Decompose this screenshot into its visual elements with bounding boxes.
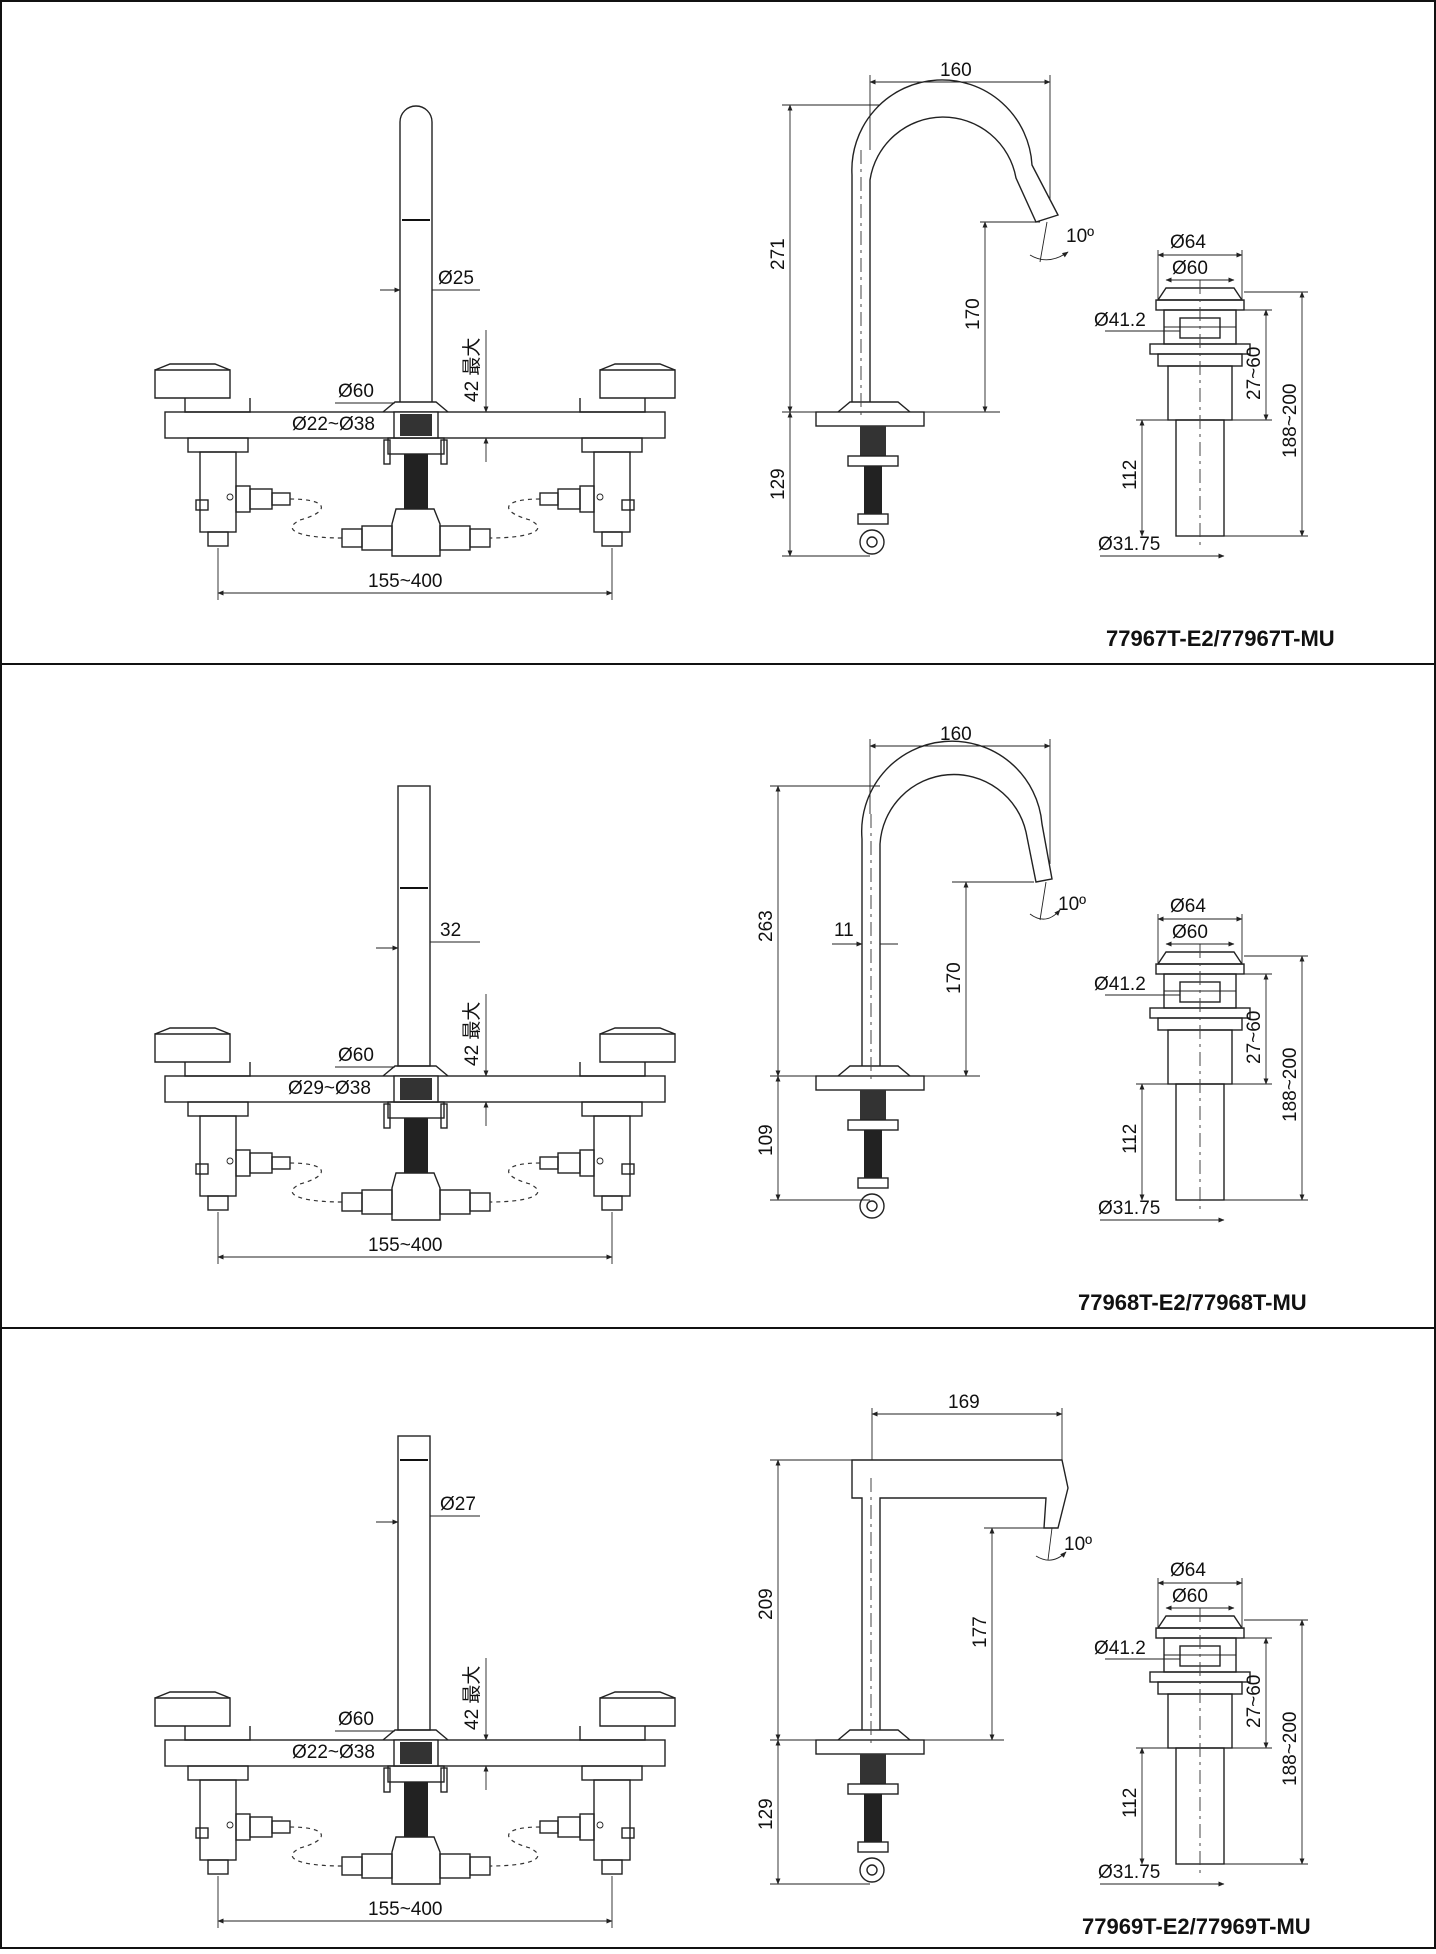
max-thickness: 42 最大	[461, 1666, 483, 1730]
drain-view: Ø64 Ø60 Ø41.2 27~60 188~200 112 Ø31.75	[1094, 1560, 1308, 1884]
drain-tail: 112	[1120, 1124, 1141, 1154]
model-number: 77968T-E2/77968T-MU	[1078, 1290, 1307, 1315]
base-diameter: Ø60	[338, 381, 374, 402]
below-deck: 129	[756, 1798, 777, 1830]
front-view: 32 Ø60 Ø29~Ø38 42 最大 155~400	[155, 785, 675, 1264]
drain-view: Ø64 Ø60 Ø41.2 27~60 188~200 112 Ø31.75	[1094, 896, 1308, 1220]
drain-adjust: 27~60	[1244, 1675, 1265, 1728]
spout-diameter: Ø27	[440, 1494, 476, 1515]
spacing: 155~400	[368, 571, 443, 592]
neck-width: 11	[834, 920, 854, 941]
max-thickness: 42 最大	[461, 338, 483, 402]
drain-total: 188~200	[1280, 1048, 1301, 1123]
drain-d60: Ø60	[1172, 1586, 1208, 1607]
drain-d41: Ø41.2	[1094, 310, 1146, 331]
drain-d31: Ø31.75	[1098, 534, 1160, 555]
reach: 169	[948, 1392, 980, 1413]
front-view: Ø27 Ø60 Ø22~Ø38 42 最大 155~400	[155, 1435, 675, 1928]
drain-d41: Ø41.2	[1094, 1638, 1146, 1659]
side-view: 169 209 129 177 10º	[756, 1392, 1092, 1885]
model-number: 77967T-E2/77967T-MU	[1106, 626, 1335, 651]
below-deck: 109	[756, 1124, 777, 1156]
base-diameter: Ø60	[338, 1709, 374, 1730]
panel-77969T: Ø27 Ø60 Ø22~Ø38 42 最大 155~400 169 209 12…	[155, 1392, 1311, 1939]
side-view: 160 263 109 170 11 10º	[756, 724, 1086, 1219]
drain-d31: Ø31.75	[1098, 1198, 1160, 1219]
below-deck: 129	[768, 468, 789, 500]
outlet-height: 170	[963, 298, 984, 330]
drain-total: 188~200	[1280, 384, 1301, 459]
outlet-angle: 10º	[1058, 894, 1086, 915]
front-view: Ø25 Ø60 Ø22~Ø38 42 最大 155~400	[155, 105, 675, 600]
overall-height: 263	[756, 910, 777, 942]
outlet-angle: 10º	[1064, 1534, 1092, 1555]
overall-height: 271	[768, 238, 789, 270]
drain-d64: Ø64	[1170, 232, 1206, 253]
drain-d64: Ø64	[1170, 896, 1206, 917]
drain-d60: Ø60	[1172, 258, 1208, 279]
drain-tail: 112	[1120, 1788, 1141, 1818]
reach: 160	[940, 60, 972, 81]
spout-diameter: Ø25	[438, 268, 474, 289]
drain-d31: Ø31.75	[1098, 1862, 1160, 1883]
spacing: 155~400	[368, 1899, 443, 1920]
outlet-angle: 10º	[1066, 226, 1094, 247]
drain-tail: 112	[1120, 460, 1141, 490]
hole-diameter: Ø22~Ø38	[292, 1742, 375, 1763]
drain-d41: Ø41.2	[1094, 974, 1146, 995]
reach: 160	[940, 724, 972, 745]
model-number: 77969T-E2/77969T-MU	[1082, 1914, 1311, 1939]
spacing: 155~400	[368, 1235, 443, 1256]
drain-view: Ø64 Ø60 Ø41.2 27~60 188~200 112 Ø31.75	[1094, 232, 1308, 556]
spout-width: 32	[440, 920, 461, 941]
base-diameter: Ø60	[338, 1045, 374, 1066]
drain-adjust: 27~60	[1244, 1011, 1265, 1064]
drain-d64: Ø64	[1170, 1560, 1206, 1581]
hole-diameter: Ø29~Ø38	[288, 1078, 371, 1099]
outlet-height: 177	[970, 1616, 991, 1648]
outlet-height: 170	[944, 962, 965, 994]
hole-diameter: Ø22~Ø38	[292, 414, 375, 435]
overall-height: 209	[756, 1588, 777, 1620]
max-thickness: 42 最大	[461, 1002, 483, 1066]
drain-d60: Ø60	[1172, 922, 1208, 943]
panel-77968T: 32 Ø60 Ø29~Ø38 42 最大 155~400 160 263 109…	[155, 724, 1308, 1315]
drain-total: 188~200	[1280, 1712, 1301, 1787]
panel-77967T: Ø25 Ø60 Ø22~Ø38 42 最大 155~400 160 271 12…	[155, 60, 1335, 651]
side-view: 160 271 129 170 10º	[768, 60, 1094, 557]
drain-adjust: 27~60	[1244, 347, 1265, 400]
